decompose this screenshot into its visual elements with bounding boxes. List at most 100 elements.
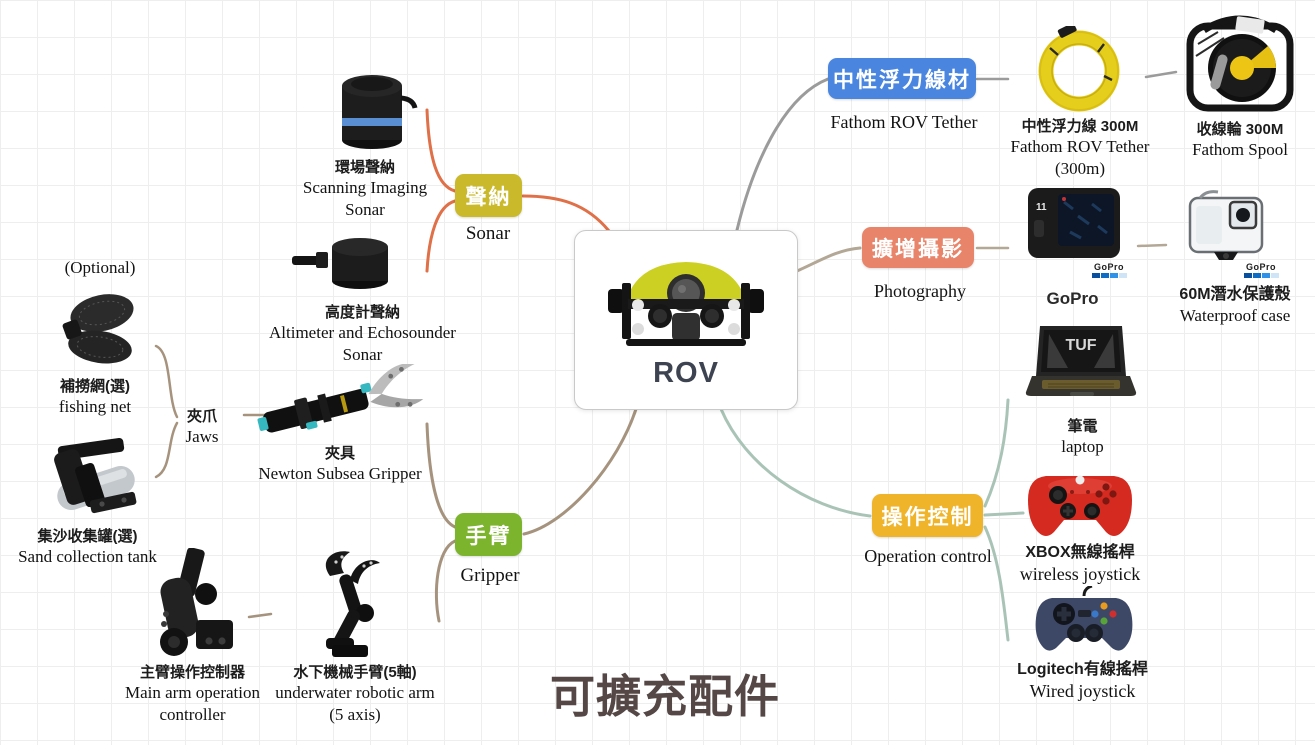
edge-control-logitech: [983, 525, 1010, 642]
robotic-arm-caption: 水下機械手臂(5軸) underwater robotic arm (5 axi…: [255, 663, 455, 726]
newton-gripper-caption: 夾具 Newton Subsea Gripper: [240, 444, 440, 485]
edge-gopro-case: [1136, 243, 1168, 248]
waterproof-case-caption: 60M潛水保護殼 Waterproof case: [1160, 285, 1310, 327]
edge-rov-photo: [795, 246, 862, 273]
gopro-logo-case: GoPro: [1240, 263, 1282, 278]
fishing-net-image[interactable]: [60, 290, 138, 372]
newton-gripper-image[interactable]: [256, 364, 426, 444]
edge-control-laptop: [983, 398, 1010, 508]
branch-sonar-subtitle: Sonar: [465, 223, 511, 244]
branch-photography[interactable]: 擴增攝影: [862, 227, 974, 268]
edge-rov-tether: [735, 77, 830, 232]
tether-coil-image[interactable]: [1030, 26, 1128, 112]
branch-tether-subtitle: Fathom ROV Tether: [830, 112, 978, 132]
laptop-caption: 筆電 laptop: [1040, 417, 1125, 458]
edge-rov-sonar: [521, 194, 611, 233]
edge-gripper-newton: [425, 422, 457, 529]
optional-note: (Optional): [45, 257, 155, 279]
altimeter-sonar-en1: Altimeter and Echosounder: [269, 323, 456, 343]
gopro-camera-image[interactable]: 11: [1028, 186, 1120, 260]
xbox-zh: XBOX無線搖桿: [1025, 544, 1135, 561]
branch-gripper-subtitle: Gripper: [460, 565, 520, 586]
xbox-caption: XBOX無線搖桿 wireless joystick: [1005, 543, 1155, 587]
edge-control-xbox: [983, 511, 1025, 517]
main-arm-controller-en1: Main arm operation: [124, 683, 260, 703]
edge-gripper-arm: [434, 539, 457, 623]
scanning-sonar-caption: 環場聲納 Scanning Imaging Sonar: [285, 158, 445, 221]
jaws-caption: 夾爪 Jaws: [172, 407, 232, 448]
gopro-logo-case-text: GoPro: [1245, 262, 1276, 272]
robotic-arm-zh: 水下機械手臂(5軸): [293, 664, 417, 681]
scanning-sonar-image[interactable]: [330, 60, 428, 154]
branch-gripper[interactable]: 手臂: [455, 513, 522, 556]
rov-image: [608, 262, 764, 346]
logitech-en: Wired joystick: [1029, 681, 1136, 702]
fishing-net-caption: 補撈網(選) fishing net: [25, 377, 165, 418]
spool-image[interactable]: [1184, 14, 1296, 116]
scanning-sonar-en2: Sonar: [345, 199, 385, 219]
jaws-zh: 夾爪: [186, 408, 217, 425]
waterproof-case-en: Waterproof case: [1179, 306, 1291, 326]
altimeter-sonar-caption: 高度計聲納 Altimeter and Echosounder Sonar: [255, 303, 470, 366]
sand-tank-image[interactable]: [36, 438, 146, 524]
branch-sonar[interactable]: 聲納: [455, 174, 522, 217]
main-arm-controller-en2: controller: [159, 704, 226, 724]
gopro-caption: GoPro: [1025, 288, 1120, 310]
tether-coil-zh: 中性浮力線 300M: [1021, 118, 1139, 135]
logitech-caption: Logitech有線搖桿 Wired joystick: [1000, 660, 1165, 704]
gopro-logo-case-squares: [1240, 273, 1282, 278]
main-arm-controller-image[interactable]: [130, 548, 234, 660]
logitech-controller-image[interactable]: [1032, 586, 1136, 662]
sand-tank-caption: 集沙收集罐(選) Sand collection tank: [5, 527, 170, 568]
xbox-controller-image[interactable]: [1022, 466, 1138, 546]
tether-coil-caption: 中性浮力線 300M Fathom ROV Tether (300m): [1000, 117, 1160, 180]
edge-jaws-net-brace: [154, 344, 179, 419]
waterproof-case-image[interactable]: [1186, 190, 1266, 262]
optional-note-text: (Optional): [64, 258, 136, 277]
edge-sonar-scanning: [425, 108, 457, 193]
newton-gripper-zh: 夾具: [324, 445, 355, 462]
scanning-sonar-zh: 環場聲納: [334, 159, 395, 176]
edge-coil-spool: [1144, 70, 1178, 79]
gopro-logo-text: GoPro: [1093, 262, 1124, 272]
edge-jaws-tank-brace: [154, 421, 179, 479]
scanning-sonar-en1: Scanning Imaging: [302, 178, 428, 198]
edge-controller-arm: [247, 612, 273, 619]
laptop-en: laptop: [1061, 437, 1104, 457]
page-title: 可擴充配件: [549, 671, 780, 722]
edge-sonar-altimeter: [425, 199, 457, 273]
fishing-net-en: fishing net: [58, 397, 132, 417]
tether-coil-en1: Fathom ROV Tether: [1010, 137, 1150, 157]
sand-tank-zh: 集沙收集罐(選): [37, 528, 138, 545]
xbox-en: wireless joystick: [1019, 564, 1141, 585]
main-arm-controller-caption: 主臂操作控制器 Main arm operation controller: [95, 663, 290, 726]
spool-en: Fathom Spool: [1192, 140, 1288, 160]
newton-gripper-en: Newton Subsea Gripper: [258, 464, 422, 484]
laptop-screen-text: TUF: [1065, 337, 1096, 354]
logitech-zh: Logitech有線搖桿: [1017, 661, 1148, 678]
branch-tether[interactable]: 中性浮力線材: [828, 58, 976, 99]
branch-operation-control[interactable]: 操作控制: [872, 494, 983, 537]
branch-operation-control-subtitle: Operation control: [864, 546, 992, 566]
jaws-en: Jaws: [185, 427, 219, 447]
edge-rov-control: [719, 407, 872, 518]
branch-photography-subtitle: Photography: [874, 281, 966, 301]
robotic-arm-image[interactable]: [292, 550, 396, 660]
laptop-image[interactable]: TUF: [1024, 326, 1138, 404]
gopro-logo-squares: [1088, 273, 1130, 278]
main-arm-controller-zh: 主臂操作控制器: [139, 664, 245, 681]
waterproof-case-zh: 60M潛水保護殼: [1179, 286, 1291, 303]
gopro-name: GoPro: [1046, 289, 1099, 308]
altimeter-sonar-zh: 高度計聲納: [324, 304, 400, 321]
gopro-logo: GoPro: [1088, 263, 1130, 278]
altimeter-sonar-image[interactable]: [292, 233, 398, 293]
rov-center-node[interactable]: ROV: [574, 230, 798, 410]
laptop-zh: 筆電: [1067, 418, 1098, 435]
spool-zh: 收線輪 300M: [1196, 121, 1284, 138]
rov-label: ROV: [653, 357, 719, 389]
fishing-net-zh: 補撈網(選): [60, 378, 130, 395]
altimeter-sonar-en2: Sonar: [342, 344, 383, 364]
gopro-screen-badge: 11: [1036, 202, 1047, 213]
robotic-arm-en1: underwater robotic arm: [275, 683, 435, 703]
